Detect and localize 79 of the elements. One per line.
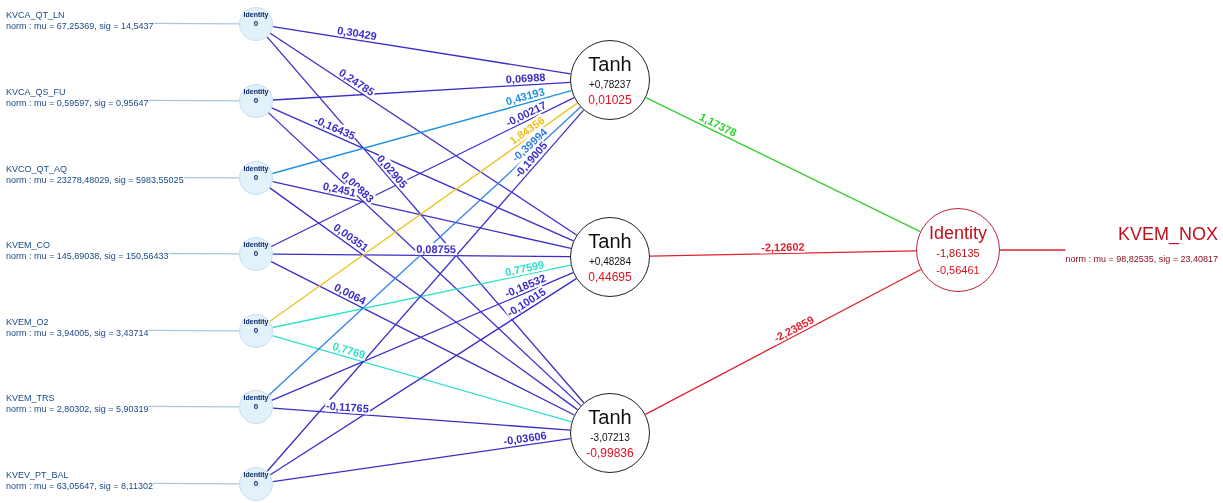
activation-label: Identity <box>928 223 987 243</box>
input-line <box>182 176 240 179</box>
input-value: 0 <box>253 173 259 183</box>
activation-label: Tanh <box>588 53 632 75</box>
weight-label: -0,03606 <box>501 429 549 448</box>
input-name: KVEM_O2 <box>6 317 50 328</box>
connection-line <box>269 187 579 411</box>
connection-line <box>271 181 572 249</box>
connection-line <box>269 277 577 476</box>
connection-line <box>271 90 573 175</box>
input-line <box>152 482 240 485</box>
activation-label: Tanh <box>588 230 632 252</box>
output-value: -0,56461 <box>936 264 980 277</box>
normalization-text: norm : mu = 2,80302, sig = 5,90319 <box>6 404 149 415</box>
input-name: KVCA_QT_LN <box>6 10 66 21</box>
input-value: 0 <box>253 479 259 489</box>
normalization-text: norm : mu = 67,25369, sig = 14,5437 <box>6 21 154 32</box>
input-neuron <box>239 84 273 118</box>
input-neuron <box>239 467 273 501</box>
input-neuron <box>239 7 273 41</box>
input-neuron <box>239 161 273 195</box>
output-name: KVEM_NOX <box>1116 224 1218 244</box>
hidden-neuron <box>570 40 650 120</box>
bias-value: -1,86135 <box>936 247 980 260</box>
input-name: KVCA_QS_FU <box>6 87 67 98</box>
input-neuron <box>239 314 273 348</box>
input-value: 0 <box>253 96 259 106</box>
connection-line <box>271 271 574 402</box>
connection-line <box>999 249 1067 251</box>
connection-line <box>269 102 579 322</box>
normalization-text: norm : mu = 145,89038, sig = 150,56433 <box>6 251 169 262</box>
connection-line <box>271 335 573 423</box>
connection-line <box>272 407 571 431</box>
connection-line <box>266 36 585 404</box>
connection-line <box>269 32 578 236</box>
connection-line <box>271 264 572 329</box>
input-line <box>147 405 240 408</box>
input-neuron <box>239 237 273 271</box>
normalization-text: norm : mu = 0,59597, sig = 0,95647 <box>6 98 149 109</box>
weight-label: -0,11765 <box>324 399 371 415</box>
hidden-neuron <box>570 393 650 473</box>
input-neuron <box>239 390 273 424</box>
weight-label: 0,7769 <box>330 339 368 362</box>
bias-value: +0,48284 <box>589 256 631 268</box>
input-line <box>152 22 240 25</box>
input-name: KVEM_CO <box>6 240 51 251</box>
input-value: 0 <box>253 402 259 412</box>
input-value: 0 <box>253 326 259 336</box>
weight-label: -2,12602 <box>760 240 806 253</box>
weight-label: 0,06988 <box>503 70 547 86</box>
connection-line <box>270 261 575 416</box>
input-value: 0 <box>253 249 259 259</box>
connection-line <box>272 81 571 101</box>
connection-line <box>266 109 585 472</box>
input-line <box>147 329 240 332</box>
output-value: 0,01025 <box>588 93 632 107</box>
normalization-text: norm : mu = 23278,48029, sig = 5983,55025 <box>6 175 184 186</box>
input-name: KVEM_TRS <box>6 393 56 404</box>
input-name: KVEV_PT_BAL <box>6 470 70 481</box>
activation-label: Tanh <box>588 406 632 428</box>
output-value: 0,44695 <box>588 270 632 284</box>
connection-line <box>644 268 922 416</box>
input-value: 0 <box>253 19 259 29</box>
connection-line <box>649 250 917 257</box>
input-name: KVCO_QT_AQ <box>6 164 69 175</box>
normalization-text: norm : mu = 98,82535, sig = 23,40817 <box>1065 254 1218 265</box>
input-line <box>147 99 240 102</box>
connection-line <box>645 96 921 233</box>
output-value: -0,99836 <box>586 446 634 460</box>
normalization-text: norm : mu = 3,94005, sig = 3,43714 <box>6 328 149 339</box>
input-line <box>167 252 240 255</box>
weight-label: 0,08755 <box>415 242 458 255</box>
bias-value: +0,78237 <box>589 79 631 91</box>
connection-line <box>272 253 571 258</box>
connection-line <box>272 26 572 75</box>
weight-label: 0,30429 <box>335 23 379 43</box>
bias-value: -3,07213 <box>590 432 630 444</box>
connection-line <box>272 438 572 483</box>
normalization-text: norm : mu = 63,05647, sig = 8,11302 <box>6 481 153 492</box>
